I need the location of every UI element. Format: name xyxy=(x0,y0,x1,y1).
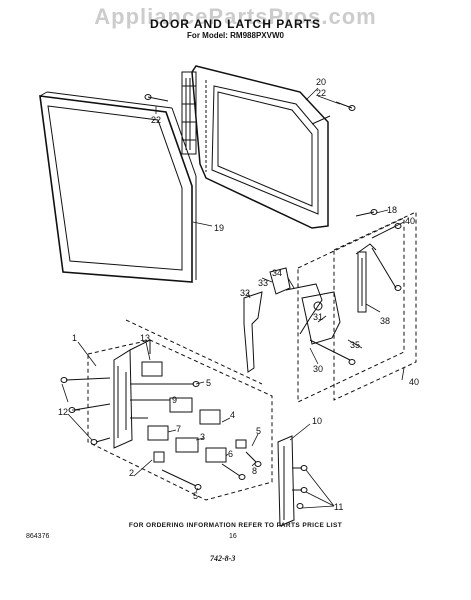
switch-bracket xyxy=(113,339,151,449)
watermark: AppliancePartsPros.com xyxy=(94,4,377,29)
callout-5-upper: 5 xyxy=(206,378,211,388)
callout-30: 30 xyxy=(313,364,323,374)
model-line: For Model: RM988PXVW0 xyxy=(187,31,284,40)
callout-7: 7 xyxy=(176,424,181,434)
callout-19: 19 xyxy=(214,223,224,233)
callout-13: 13 xyxy=(140,333,150,343)
switch-screws xyxy=(130,381,262,490)
door-frame-front xyxy=(39,91,197,283)
callout-6: 6 xyxy=(228,449,233,459)
callout-5-lower: 5 xyxy=(193,491,198,501)
latch-hook-bar xyxy=(277,435,308,527)
page-title: DOOR AND LATCH PARTS xyxy=(149,17,322,31)
callout-40-upper: 40 xyxy=(405,216,415,226)
callout-18: 18 xyxy=(387,205,397,215)
latch-lever xyxy=(243,267,356,373)
callout-8: 8 xyxy=(252,466,257,476)
callout-32: 32 xyxy=(240,288,250,298)
document-code: 864376 xyxy=(26,533,50,540)
callout-22-left: 22 xyxy=(151,115,161,125)
latch-bracket-panel xyxy=(297,211,417,403)
callout-5-right: 5 xyxy=(256,426,261,436)
callout-9: 9 xyxy=(172,395,177,405)
callout-4: 4 xyxy=(230,410,235,420)
callout-10: 10 xyxy=(312,416,322,426)
callout-1: 1 xyxy=(72,333,77,343)
handwritten-stamp: 742-8-3 xyxy=(210,554,236,563)
callout-33: 33 xyxy=(258,278,268,288)
ordering-note: FOR ORDERING INFORMATION REFER TO PARTS … xyxy=(128,522,343,529)
callout-34: 34 xyxy=(272,268,282,278)
callout-22-right: 22 xyxy=(316,88,326,98)
screw-18 xyxy=(355,209,378,217)
screw-12-group xyxy=(60,377,111,445)
callout-31: 31 xyxy=(313,312,323,322)
latch-bracket xyxy=(355,223,402,313)
door-window-assembly xyxy=(181,65,331,229)
screw-22-right xyxy=(335,101,356,111)
screw-22-left xyxy=(144,94,169,102)
callout-3: 3 xyxy=(200,432,205,442)
interlock-switches xyxy=(141,361,247,463)
page-number: 16 xyxy=(229,533,237,540)
callout-38: 38 xyxy=(380,316,390,326)
interlock-panel xyxy=(87,319,273,501)
callout-11: 11 xyxy=(334,502,343,512)
callout-2: 2 xyxy=(129,468,134,478)
callout-12: 12 xyxy=(58,407,68,417)
callout-40-lower: 40 xyxy=(409,377,419,387)
callout-35: 35 xyxy=(350,340,360,350)
callout-20: 20 xyxy=(316,77,326,87)
